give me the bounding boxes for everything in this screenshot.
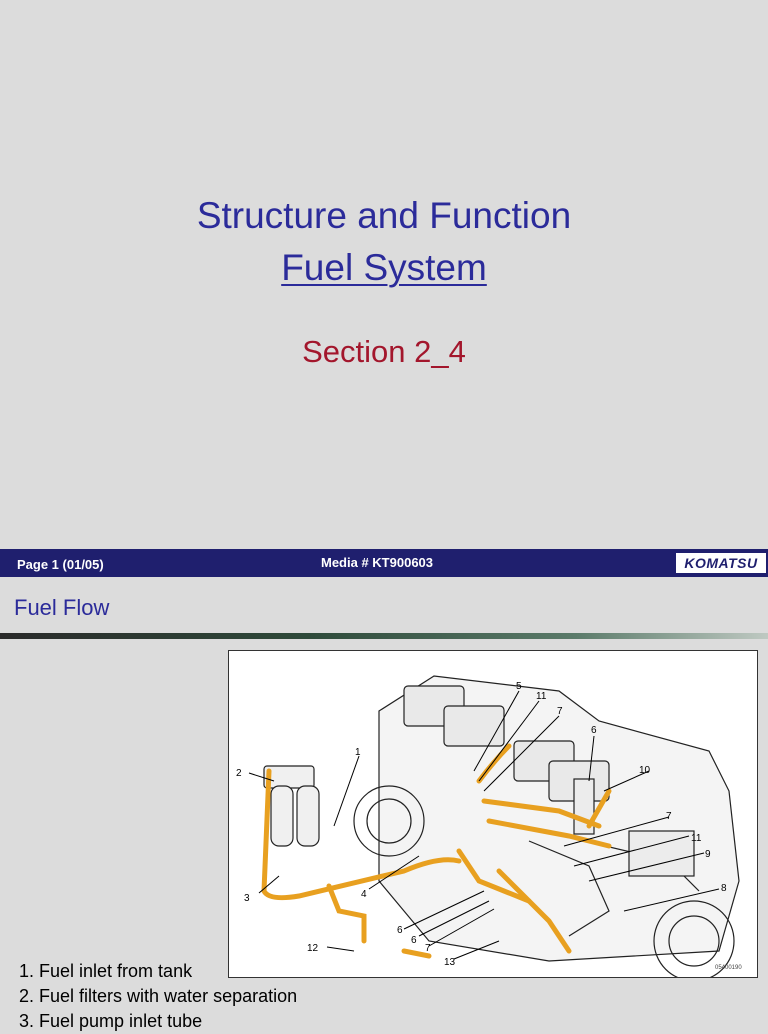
callout: 4: [361, 889, 367, 900]
callout: 6: [397, 925, 403, 936]
callout: 3: [244, 893, 250, 904]
diagram-code: 05400190: [715, 965, 742, 971]
callout: 11: [691, 833, 702, 844]
komatsu-logo: KOMATSU: [676, 553, 766, 573]
callout: 7: [425, 943, 431, 954]
callout: 6: [591, 725, 597, 736]
callout: 9: [705, 849, 711, 860]
callout: 11: [536, 691, 547, 702]
fuel-flow-slide: Fuel Flow: [0, 577, 768, 1031]
callout: 1: [355, 747, 361, 758]
engine-illustration: 5 11 7 6 10 1 2 3 4 7 11 9 8 6 6 7 12 13…: [236, 675, 742, 977]
callout: 10: [639, 765, 651, 776]
legend-item: 1. Fuel inlet from tank: [19, 961, 193, 981]
callout-numbers: 5 11 7 6 10 1 2 3 4 7 11 9 8 6 6 7 12 13: [236, 681, 727, 968]
engine-fuel-diagram: 5 11 7 6 10 1 2 3 4 7 11 9 8 6 6 7 12 13…: [228, 650, 758, 978]
page-number: Page 1 (01/05): [17, 557, 104, 572]
callout: 7: [557, 706, 563, 717]
callout: 12: [307, 943, 319, 954]
footer-bar: Page 1 (01/05) Media # KT900603 KOMATSU: [0, 549, 768, 577]
fuel-flow-heading: Fuel Flow: [14, 595, 110, 620]
slide-title: Structure and Function: [196, 195, 572, 236]
callout: 8: [721, 883, 727, 894]
callout: 2: [236, 768, 242, 779]
slide-subtitle-text: Fuel System: [281, 247, 487, 288]
callout: 6: [411, 935, 417, 946]
title-slide: Structure and Function Fuel System Secti…: [0, 195, 768, 369]
callout: 7: [666, 811, 672, 822]
heading-rule: [0, 633, 768, 639]
legend-list: 1. Fuel inlet from tank 2. Fuel filters …: [19, 959, 297, 1034]
legend-item: 2. Fuel filters with water separation: [19, 986, 298, 1006]
legend-item: 3. Fuel pump inlet tube: [19, 1011, 203, 1031]
section-label: Section 2_4: [302, 334, 466, 369]
callout: 13: [444, 957, 456, 968]
media-number: Media # KT900603: [321, 555, 434, 570]
slide-subtitle: Fuel System: [0, 247, 768, 289]
callout: 5: [516, 681, 522, 692]
